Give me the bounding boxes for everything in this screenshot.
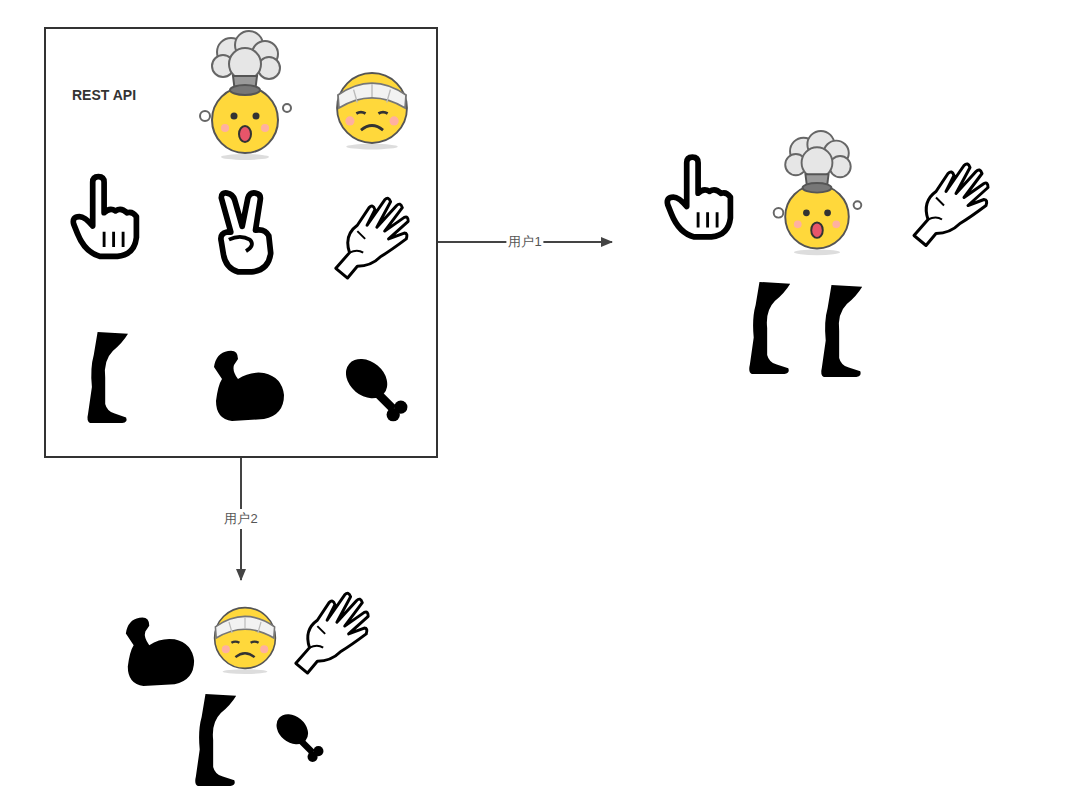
arrow-label: 用户2 (222, 509, 259, 529)
box-title: REST API (72, 87, 136, 103)
user1-icons (667, 131, 988, 377)
arrow-label: 用户1 (506, 232, 543, 252)
api-box: REST API (44, 27, 438, 458)
user2-icons (126, 593, 368, 786)
